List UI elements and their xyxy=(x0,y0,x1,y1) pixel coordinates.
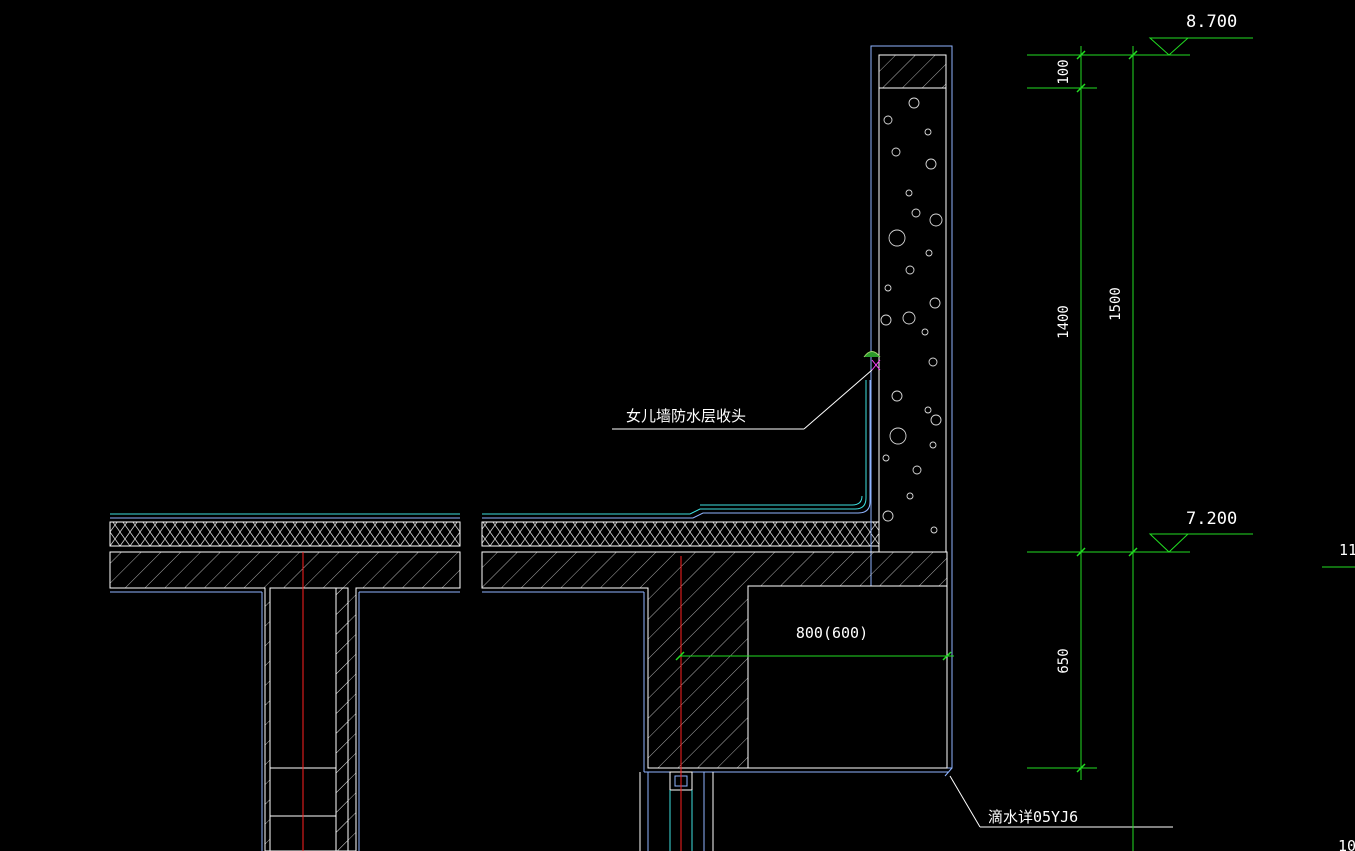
masonry-wall-left xyxy=(269,587,349,851)
elevation-marker-top: 8.700 xyxy=(1148,12,1253,56)
edge-text-1: 11. xyxy=(1339,541,1355,559)
parapet-aggregate xyxy=(880,97,943,534)
parapet-wall xyxy=(870,45,953,769)
waterproof-note: 女儿墙防水层收头 xyxy=(626,407,746,425)
edge-text-2: 10 xyxy=(1338,837,1355,851)
elevation-top-label: 8.700 xyxy=(1186,12,1237,32)
beam-width-label: 800(600) xyxy=(796,624,868,642)
drip-note: 滴水详05YJ6 xyxy=(988,808,1078,826)
beam-width-dimension: 800(600) xyxy=(675,624,954,661)
dim-parapet-label: 1400 xyxy=(1056,305,1072,339)
elevation-roof-label: 7.200 xyxy=(1186,509,1237,529)
drip-callout: 滴水详05YJ6 xyxy=(949,775,1173,828)
dim-coping-label: 100 xyxy=(1056,59,1072,84)
edge-fragment-top: 11. xyxy=(1322,541,1355,568)
dim-beam-label: 650 xyxy=(1056,648,1072,673)
roof-layers-right xyxy=(481,380,947,553)
window-frame xyxy=(639,771,714,851)
waterproof-termination-callout: 女儿墙防水层收头 xyxy=(612,351,881,430)
roof-layers-left xyxy=(109,513,461,553)
dim-total-label: 1500 xyxy=(1108,287,1124,321)
elevation-marker-roof: 7.200 xyxy=(1148,509,1253,553)
vertical-dimensions xyxy=(1027,46,1190,851)
beam-opening xyxy=(747,585,948,769)
